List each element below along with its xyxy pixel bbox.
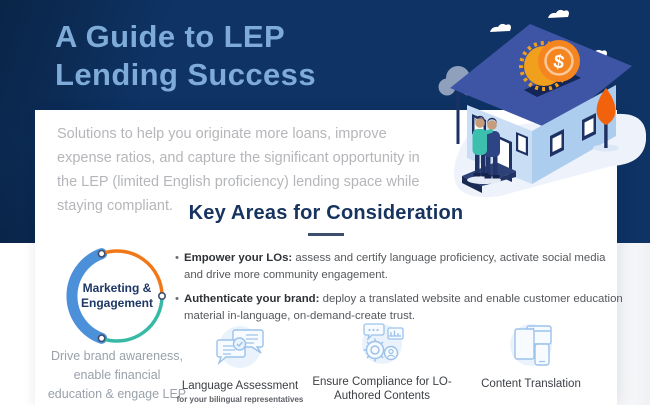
- service-title: Content Translation: [481, 378, 581, 390]
- service-compliance: Ensure Compliance for LO-Authored Conten…: [312, 316, 452, 403]
- service-language-assessment: Language Assessment for your bilingual r…: [160, 320, 320, 404]
- service-title: Language Assessment: [181, 380, 299, 392]
- side-wall: [532, 85, 616, 184]
- page-title: A Guide to LEP Lending Success: [55, 18, 316, 94]
- page-title-line1: A Guide to LEP: [55, 19, 286, 54]
- bullet-lead: Empower your LOs:: [184, 252, 293, 264]
- service-title: Ensure Compliance for LO-Authored Conten…: [312, 376, 452, 402]
- page-title-line2: Lending Success: [55, 57, 316, 92]
- couple-icon: [467, 115, 501, 184]
- chat-assessment-icon: [160, 320, 320, 374]
- translation-docs-icon: [461, 318, 601, 372]
- coin-dollar-text: $: [552, 51, 566, 74]
- donut-arcs-icon: [66, 248, 167, 344]
- house-piggybank-illustration: $: [438, 9, 646, 197]
- bullet-text: assess and certify language proficiency,…: [184, 252, 606, 281]
- donut-label-line1: Marketing &: [82, 281, 152, 295]
- bullet-authenticate-brand: Authenticate your brand: deploy a transl…: [175, 291, 623, 325]
- window-icon: [550, 113, 596, 157]
- orange-tree-icon: [593, 88, 619, 152]
- service-subtitle: for your bilingual representatives: [176, 395, 304, 404]
- bullet-empower-los: Empower your LOs: assess and certify lan…: [175, 250, 623, 284]
- section-heading: Key Areas for Consideration: [188, 202, 464, 224]
- bullet-list: Empower your LOs: assess and certify lan…: [175, 250, 623, 332]
- donut-center-label: Marketing & Engagement: [57, 236, 177, 356]
- service-content-translation: Content Translation: [461, 318, 601, 391]
- coin-icon: $: [519, 40, 580, 91]
- donut-caption: Drive brand awareness, enable financial …: [47, 349, 187, 401]
- marketing-donut-chart: [57, 236, 177, 356]
- intro-paragraph: Solutions to help you originate more loa…: [57, 126, 420, 214]
- donut-label-line2: Engagement: [80, 296, 153, 310]
- bullet-lead: Authenticate your brand:: [184, 293, 320, 305]
- heading-divider: [308, 233, 344, 236]
- bullet-text: deploy a translated website and enable c…: [184, 293, 623, 322]
- compliance-gear-icon: [312, 316, 452, 370]
